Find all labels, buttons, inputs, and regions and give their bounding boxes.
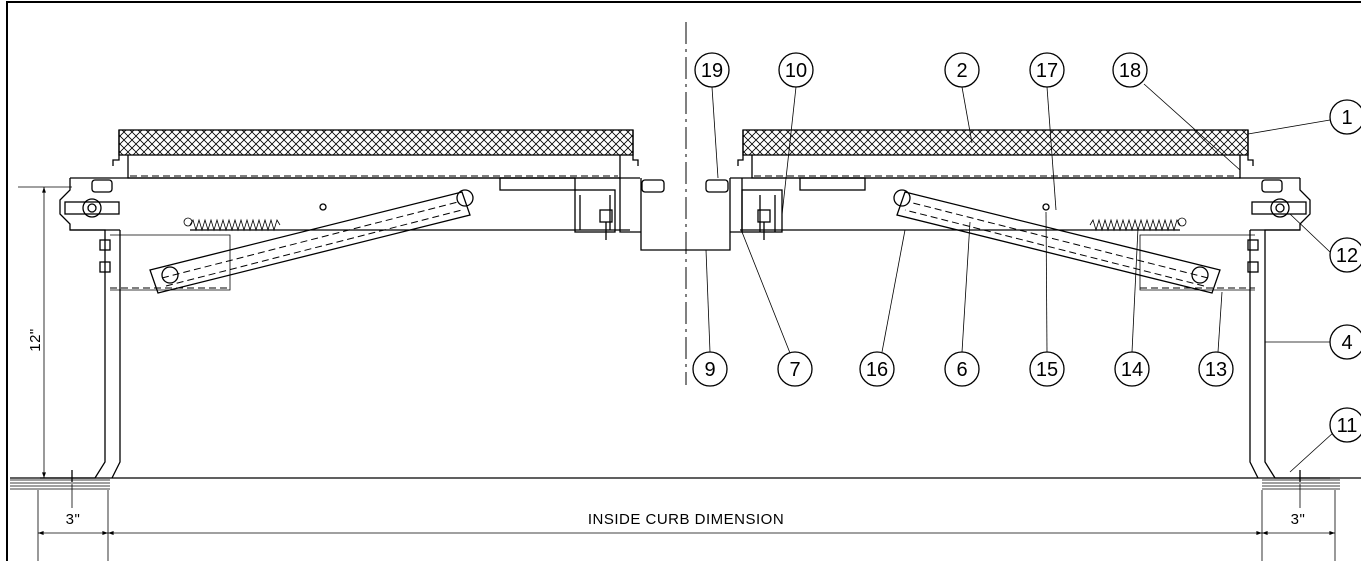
callout-6-label: 6 [956, 359, 967, 381]
right-lid [737, 129, 1254, 233]
callout-2-label: 2 [956, 60, 967, 82]
left-flange-dimension-label: 3" [66, 511, 81, 528]
drawing-border [6, 1, 1361, 561]
right-gas-strut [893, 189, 1221, 294]
callout-19: 19 [694, 52, 730, 179]
callout-14: 14 [1114, 227, 1150, 387]
inside-curb-dimension-label: INSIDE CURB DIMENSION [588, 511, 784, 528]
inside-curb-dimension: INSIDE CURB DIMENSION [108, 490, 1263, 561]
callout-16-label: 16 [866, 359, 888, 381]
callout-17-label: 17 [1036, 60, 1058, 82]
right-spring [1089, 217, 1187, 232]
left-insulation-panel [118, 129, 634, 156]
callout-9: 9 [692, 249, 728, 387]
callout-14-label: 14 [1121, 359, 1143, 381]
left-spring [183, 217, 281, 232]
callout-19-label: 19 [701, 60, 723, 82]
left-curb [40, 177, 640, 479]
callout-4-label: 4 [1341, 332, 1352, 354]
callout-15: 15 [1029, 211, 1065, 387]
callout-7-label: 7 [789, 359, 800, 381]
callout-18-label: 18 [1119, 60, 1141, 82]
left-gas-strut [149, 189, 474, 294]
callout-13-label: 13 [1205, 359, 1227, 381]
callout-11-label: 11 [1337, 415, 1358, 437]
callout-11: 11 [1289, 407, 1361, 473]
callout-12-label: 12 [1336, 245, 1358, 267]
left-flange-dimension: 3" [37, 484, 109, 561]
callout-10: 10 [778, 52, 814, 216]
roof-deck [10, 470, 1361, 490]
right-flange-dimension: 3" [1262, 484, 1336, 561]
callout-1: 1 [1247, 99, 1361, 135]
callout-2: 2 [944, 52, 980, 144]
height-dimension: 12" [18, 186, 72, 479]
callout-9-label: 9 [704, 359, 715, 381]
right-flange-dimension-label: 3" [1291, 511, 1306, 528]
callout-10-label: 10 [785, 60, 807, 82]
callout-17: 17 [1029, 52, 1065, 211]
height-dimension-label: 12" [27, 328, 44, 352]
callout-6: 6 [944, 221, 980, 387]
callout-18: 18 [1112, 52, 1241, 171]
callout-13: 13 [1198, 291, 1234, 387]
callout-4: 4 [1265, 324, 1361, 360]
callout-1-label: 1 [1341, 107, 1352, 129]
callout-7: 7 [741, 231, 813, 387]
right-curb [730, 177, 1330, 479]
callout-15-label: 15 [1036, 359, 1058, 381]
left-lid [112, 129, 639, 233]
right-insulation-panel [742, 129, 1249, 156]
callout-16: 16 [859, 229, 906, 387]
callout-12: 12 [1289, 213, 1361, 273]
